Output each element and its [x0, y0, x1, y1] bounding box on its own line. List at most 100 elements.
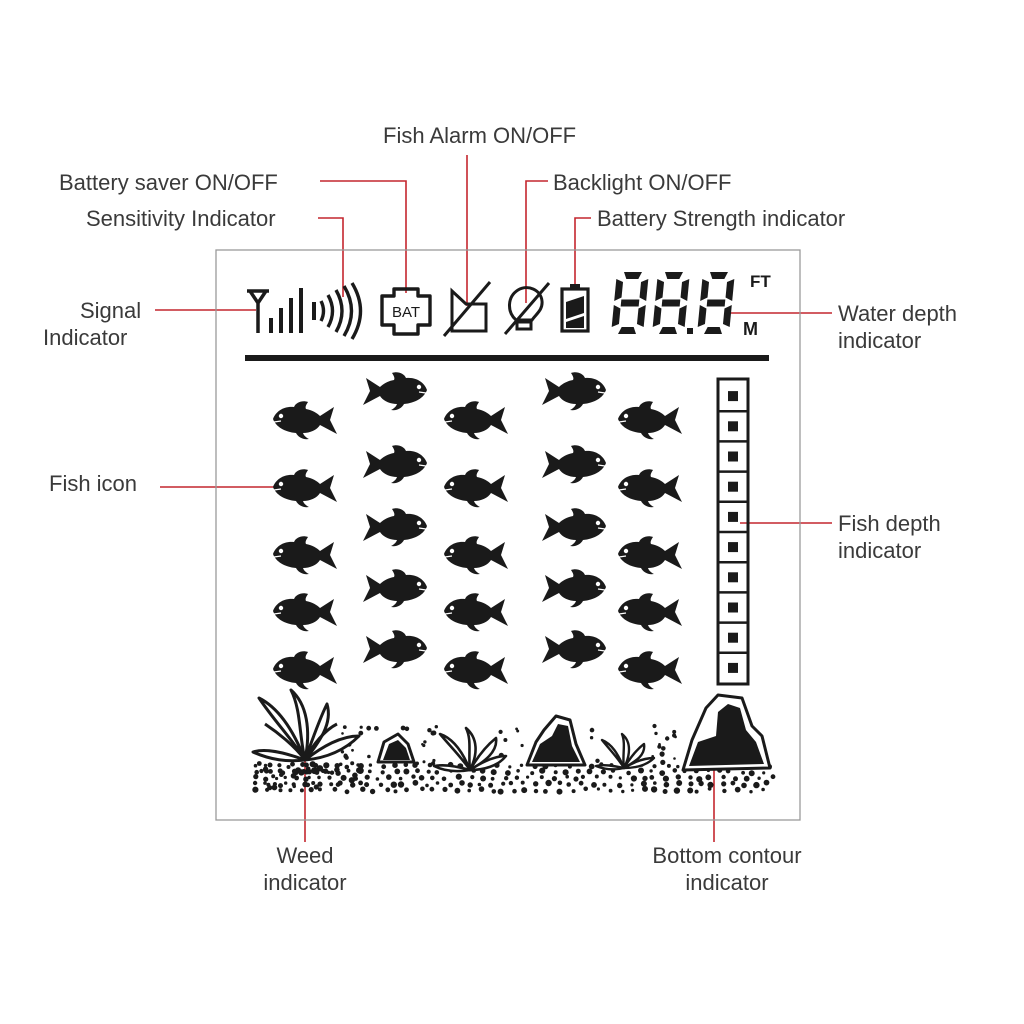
gravel-dot [501, 781, 506, 786]
battery-saver-text: BAT [392, 304, 420, 321]
gravel-dot [364, 782, 370, 788]
gravel-dot [332, 786, 338, 792]
rock-icon [376, 693, 772, 772]
gravel-dot [491, 789, 497, 794]
sensitivity-leader [318, 217, 344, 297]
gravel-dot [392, 762, 398, 768]
depth-segment [728, 451, 738, 462]
gravel-dot [565, 774, 569, 779]
gravel-dot [317, 787, 322, 792]
gravel-dot [357, 767, 364, 774]
gravel-dot [340, 774, 347, 781]
gravel-dot [672, 729, 677, 734]
gravel-dot [650, 786, 658, 793]
gravel-dot [761, 787, 765, 792]
gravel-dot [271, 774, 276, 779]
gravel-dot [698, 780, 704, 787]
gravel-dot [688, 781, 694, 787]
lcd-divider [245, 355, 769, 361]
gravel-dot [420, 786, 425, 792]
gravel-dot [350, 782, 356, 788]
gravel-dot [385, 787, 391, 793]
unit-feet: FT [750, 272, 771, 291]
gravel-dot [694, 789, 699, 794]
gravel-dot [378, 782, 384, 787]
gravel-dot [263, 776, 269, 782]
gravel-dot [653, 781, 657, 785]
gravel-dot [350, 761, 355, 766]
fish-icon [362, 371, 428, 411]
gravel-dot [652, 764, 657, 769]
gravel-dot [278, 783, 283, 789]
gravel-dot [630, 783, 634, 787]
gravel-dot [508, 780, 514, 786]
gravel-dot [358, 780, 363, 786]
digit-segment-a [624, 272, 642, 279]
gravel-dot [262, 766, 269, 772]
gravel-dot [300, 762, 306, 767]
gravel-dot [488, 782, 494, 788]
gravel-dot [256, 761, 262, 766]
gravel-dot [530, 771, 535, 776]
gravel-dot [290, 761, 295, 767]
gravel-dot [434, 725, 438, 729]
gravel-dot [459, 780, 465, 786]
gravel-dot [654, 731, 658, 736]
gravel-dot [403, 768, 410, 775]
depth-segment [728, 481, 738, 492]
gravel-dot [429, 786, 435, 792]
gravel-dot [423, 740, 427, 744]
digit-segment-b [725, 279, 735, 301]
gravel-dot [516, 729, 520, 733]
digit-segment-b [680, 279, 690, 301]
gravel-dot [748, 770, 755, 777]
gravel-dot [368, 763, 373, 767]
digit-segment-f [700, 279, 710, 301]
fish-alarm-label: Fish Alarm ON/OFF [383, 123, 576, 148]
fish-icon [362, 568, 428, 608]
gravel-dot [595, 758, 600, 763]
gravel-dot [284, 781, 288, 785]
gravel-dot [357, 763, 364, 769]
gravel-dot [421, 743, 424, 746]
gravel-dot [254, 769, 259, 775]
digit-segment-f [655, 279, 665, 301]
gravel-dot [642, 785, 648, 792]
fish-icon [617, 592, 683, 632]
gravel-dot [659, 770, 666, 776]
fish-icon [362, 629, 428, 669]
gravel-dot [707, 786, 712, 791]
gravel-dot [252, 780, 258, 786]
decimal-point [687, 328, 693, 334]
gravel-dot [386, 774, 392, 780]
gravel-dot [753, 781, 760, 789]
gravel-dot [299, 788, 304, 793]
fish-icon [272, 400, 338, 440]
gravel-dot [557, 780, 563, 786]
gravel-dot [404, 787, 409, 793]
gravel-dot [467, 788, 472, 793]
gravel-dot [763, 779, 770, 786]
digit-segment-c [636, 305, 646, 327]
gravel-dot [317, 775, 321, 780]
depth-digit [611, 272, 649, 334]
gravel-dot [271, 784, 278, 791]
gravel-dot [341, 732, 344, 735]
gravel-dot [505, 770, 511, 776]
gravel-dot [253, 763, 258, 768]
bottom-contour-label-line1: Bottom contour [652, 843, 801, 868]
backlight-leader [525, 180, 548, 303]
gravel-dot [327, 775, 332, 780]
gravel-dot [470, 775, 475, 780]
depth-segment [728, 662, 738, 673]
gravel-dot [480, 775, 487, 782]
gravel-dot [722, 788, 727, 794]
rock-medium [525, 714, 587, 767]
fish-grid [272, 371, 683, 690]
bottom-gravel [252, 723, 776, 795]
gravel-dot [498, 729, 503, 735]
battery-strength-icon [560, 284, 590, 333]
gravel-dot [308, 787, 314, 793]
digit-segment-c [722, 305, 732, 327]
